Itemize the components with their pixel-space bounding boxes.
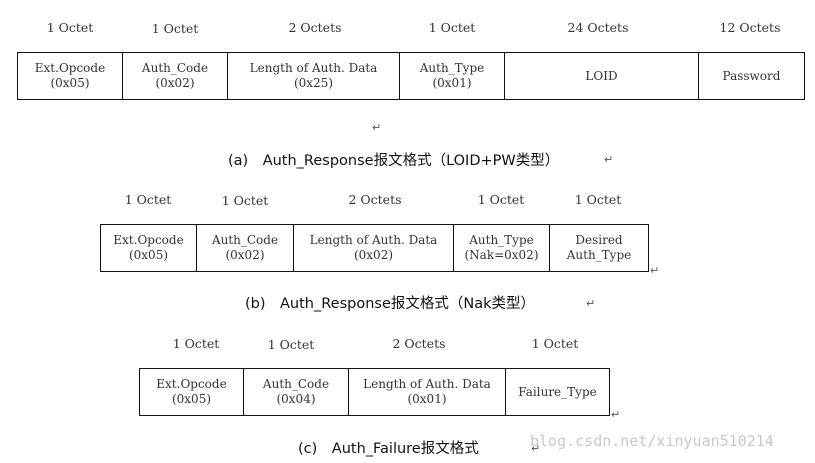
packet-table-c: Ext.Opcode(0x05) Auth_Code(0x04) Length … <box>139 368 610 416</box>
field-auth-type: Auth_Type(Nak=0x02) <box>453 224 550 272</box>
field-loid: LOID <box>504 52 699 100</box>
size-label-password: 12 Octets <box>719 20 781 35</box>
size-label-loid: 24 Octets <box>567 20 629 35</box>
paragraph-mark: ↵ <box>586 297 596 310</box>
paragraph-mark: ↵ <box>604 153 614 166</box>
size-label-auth-code: 1 Octet <box>267 337 315 352</box>
paragraph-mark: ↵ <box>611 408 621 421</box>
size-label-failure-type: 1 Octet <box>531 336 579 351</box>
field-ext-opcode: Ext.Opcode(0x05) <box>17 52 123 100</box>
size-label-desired: 1 Octet <box>574 192 622 207</box>
field-length: Length of Auth. Data(0x01) <box>348 368 506 416</box>
size-label-length: 2 Octets <box>348 192 402 207</box>
field-password: Password <box>698 52 805 100</box>
field-auth-code: Auth_Code(0x02) <box>122 52 228 100</box>
watermark: blog.csdn.net/xinyuan510214 <box>530 432 774 450</box>
field-auth-code: Auth_Code(0x04) <box>243 368 349 416</box>
size-label-ext-opcode: 1 Octet <box>124 192 172 207</box>
size-label-auth-code: 1 Octet <box>221 193 269 208</box>
field-auth-type: Auth_Type(0x01) <box>399 52 505 100</box>
paragraph-mark: ↵ <box>372 121 382 134</box>
field-auth-code: Auth_Code(0x02) <box>196 224 294 272</box>
field-failure-type: Failure_Type <box>505 368 610 416</box>
field-length: Length of Auth. Data(0x25) <box>227 52 400 100</box>
field-ext-opcode: Ext.Opcode(0x05) <box>100 224 197 272</box>
size-label-auth-type: 1 Octet <box>428 20 476 35</box>
size-label-ext-opcode: 1 Octet <box>46 20 94 35</box>
packet-table-a: Ext.Opcode(0x05) Auth_Code(0x02) Length … <box>17 52 805 100</box>
size-label-auth-type: 1 Octet <box>477 192 525 207</box>
field-length: Length of Auth. Data(0x02) <box>293 224 454 272</box>
paragraph-mark: ↵ <box>531 442 541 455</box>
size-label-auth-code: 1 Octet <box>151 21 199 36</box>
size-label-length: 2 Octets <box>392 336 446 351</box>
caption-b: (b) Auth_Response报文格式（Nak类型） <box>245 296 536 312</box>
paragraph-mark: ↵ <box>650 264 660 277</box>
caption-c: (c) Auth_Failure报文格式 <box>298 441 479 457</box>
packet-table-b: Ext.Opcode(0x05) Auth_Code(0x02) Length … <box>100 224 649 272</box>
size-label-ext-opcode: 1 Octet <box>172 336 220 351</box>
field-ext-opcode: Ext.Opcode(0x05) <box>139 368 244 416</box>
caption-a: (a) Auth_Response报文格式（LOID+PW类型） <box>228 153 560 169</box>
size-label-length: 2 Octets <box>288 20 342 35</box>
